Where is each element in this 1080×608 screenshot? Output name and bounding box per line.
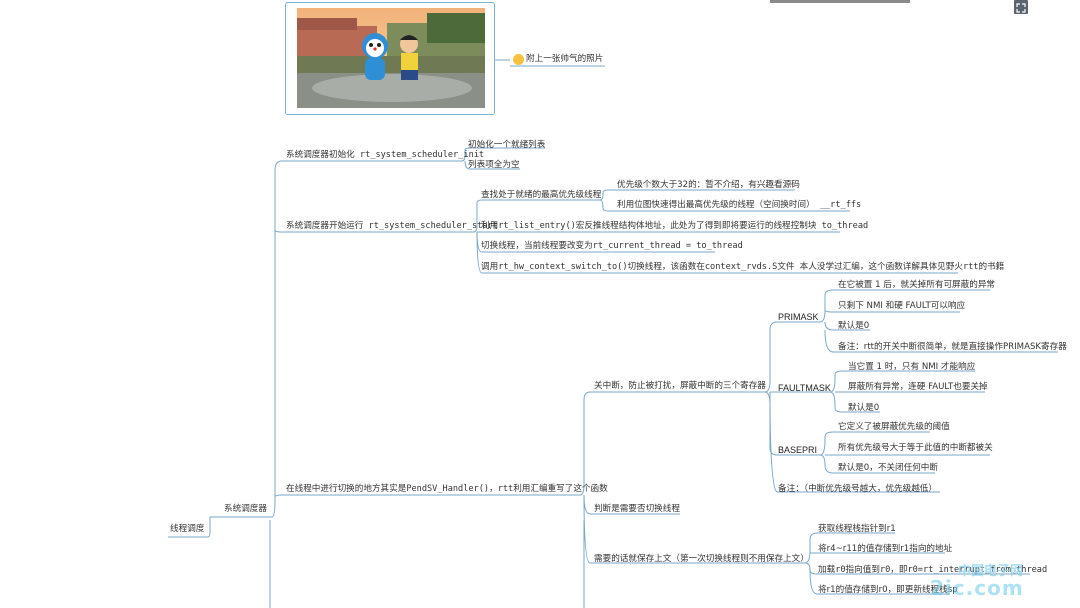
- switch-thread-node[interactable]: 切换线程，当前线程要改变为rt_current_thread = to_thre…: [481, 241, 743, 251]
- photo-caption-node[interactable]: 附上一张帅气的照片: [526, 54, 604, 64]
- faultmask-item-node[interactable]: 默认是0: [848, 403, 880, 413]
- start-node[interactable]: 系统调度器开始运行 rt_system_scheduler_start: [286, 221, 498, 231]
- list-entry-node[interactable]: 利用rt_list_entry()宏反推线程结构体地址，此处为了得到即将要运行的…: [481, 221, 869, 231]
- window-top-bar: [770, 0, 910, 3]
- faultmask-node[interactable]: FAULTMASK: [778, 383, 831, 393]
- basepri-item-node[interactable]: 默认是0，不关闭任何中断: [838, 463, 938, 473]
- pendsv-node[interactable]: 在线程中进行切换的地方其实是PendSV_Handler()，rtt利用汇编重写…: [286, 484, 608, 494]
- primask-item-node[interactable]: 只剩下 NMI 和硬 FAULT可以响应: [838, 301, 966, 311]
- primask-item-node[interactable]: 在它被置 1 后，就关掉所有可屏蔽的异常: [838, 280, 996, 290]
- disable-irq-node[interactable]: 关中断，防止被打扰，屏蔽中断的三个寄存器: [594, 381, 766, 391]
- save-item-node[interactable]: 将r4~r11的值存储到r1指向的地址: [818, 544, 953, 554]
- find-child-node[interactable]: 优先级个数大于32的：暂不介绍，有兴趣看源码: [617, 180, 800, 190]
- site-watermark-url: 2ic.com: [930, 576, 1024, 600]
- save-item-node[interactable]: 获取线程栈指针到r1: [818, 524, 896, 534]
- save-item-node[interactable]: 将r1的值存储到r0，即更新线程栈sp: [818, 585, 958, 595]
- primask-item-node[interactable]: 默认是0: [838, 321, 870, 331]
- priority-note-node[interactable]: 备注：（中断优先级号越大，优先级越低）: [778, 484, 937, 494]
- find-highest-node[interactable]: 查找处于就绪的最高优先级线程: [481, 190, 602, 200]
- root-node[interactable]: 线程调度: [170, 524, 205, 534]
- primask-item-node[interactable]: 备注：rtt的开关中断很简单，就是直接操作PRIMASK寄存器: [838, 342, 1067, 352]
- init-child-node[interactable]: 初始化一个就绪列表: [468, 140, 546, 150]
- basepri-node[interactable]: BASEPRI: [778, 445, 818, 455]
- smile-emoji-icon: [513, 54, 524, 65]
- photo-card[interactable]: [285, 2, 495, 115]
- save-item-node[interactable]: 加载r0指向值到r0，即r0=rt_interrupt_from_thread: [818, 565, 1048, 575]
- faultmask-item-node[interactable]: 屏蔽所有异常，连硬 FAULT也要关掉: [848, 382, 988, 392]
- init-child-node[interactable]: 列表项全为空: [468, 160, 520, 170]
- primask-node[interactable]: PRIMASK: [778, 312, 819, 322]
- faultmask-item-node[interactable]: 当它置 1 时，只有 NMI 才能响应: [848, 362, 976, 372]
- expand-icon: [1016, 3, 1026, 13]
- fullscreen-button[interactable]: [1014, 0, 1028, 14]
- scheduler-node[interactable]: 系统调度器: [224, 504, 267, 514]
- find-child-node[interactable]: 利用位图快速得出最高优先级的线程（空间换时间） __rt_ffs: [617, 200, 862, 210]
- site-watermark: 中国电子网: [958, 564, 1024, 579]
- save-context-node[interactable]: 需要的话就保存上文（第一次切换线程则不用保存上文）: [594, 554, 809, 564]
- basepri-item-node[interactable]: 它定义了被屏蔽优先级的阈值: [838, 422, 950, 432]
- doraemon-photo: [297, 8, 485, 108]
- init-node[interactable]: 系统调度器初始化 rt_system_scheduler_init: [286, 150, 485, 160]
- basepri-item-node[interactable]: 所有优先级号大于等于此值的中断都被关: [838, 443, 993, 453]
- context-switch-node[interactable]: 调用rt_hw_context_switch_to()切换线程，该函数在cont…: [481, 262, 1005, 272]
- check-switch-node[interactable]: 判断是需要否切换线程: [594, 504, 680, 514]
